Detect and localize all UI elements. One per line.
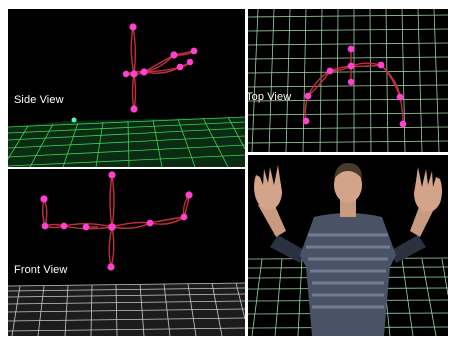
origin-marker [71, 117, 77, 123]
top-view-pane: Top View [248, 9, 448, 152]
camera-view-pane [248, 155, 448, 336]
side-skeleton [122, 23, 198, 113]
top-view-canvas [248, 9, 448, 152]
camera-view-canvas [248, 163, 448, 336]
top-grid [248, 9, 448, 152]
front-view-label: Front View [14, 264, 68, 276]
side-view-label: Side View [14, 94, 64, 106]
front-grid [8, 282, 245, 336]
side-grid [8, 116, 245, 167]
presenter-figure [254, 163, 442, 336]
front-view-pane: Front View [8, 169, 245, 336]
front-skeleton [40, 171, 193, 271]
front-view-canvas [8, 171, 245, 336]
floor-grid [248, 257, 448, 336]
top-skeleton [302, 45, 407, 128]
side-view-canvas [8, 23, 245, 167]
side-view-pane: Side View [8, 9, 245, 167]
top-view-label: Top View [248, 91, 292, 103]
